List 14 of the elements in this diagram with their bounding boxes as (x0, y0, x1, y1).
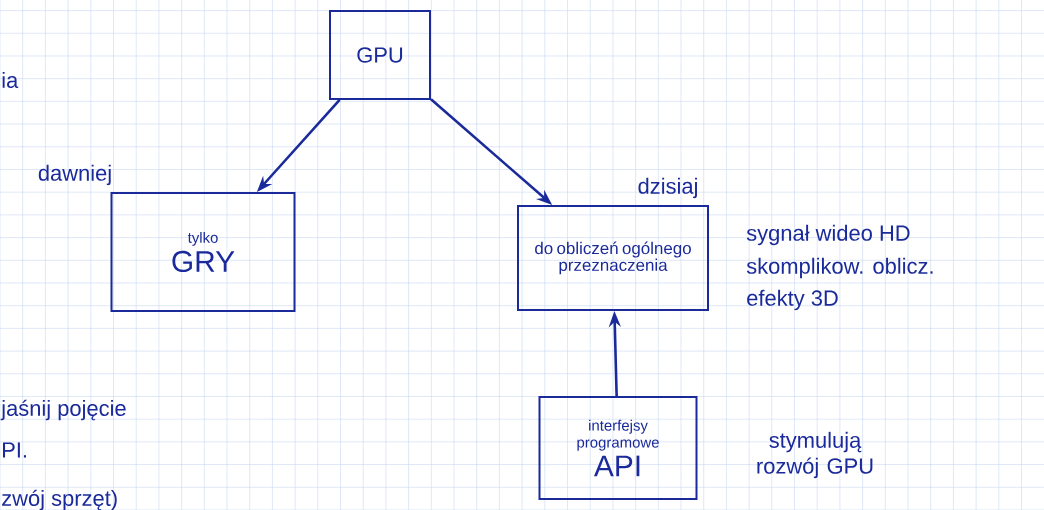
note-text: sygnał wideo HD (746, 224, 910, 246)
note-text: dzisiaj (638, 177, 697, 199)
note-text: PI. (3, 442, 26, 458)
note-text: zwój sprzęt) (2, 489, 117, 510)
note-text: ia (2, 71, 19, 89)
note-text: jaśnij pojęcie (0, 399, 126, 421)
note-text: dawniej (38, 164, 111, 186)
note-text: skomplikow. oblicz. (746, 257, 933, 279)
note-text: stymulują rozwój GPU (757, 431, 873, 479)
process-box: interfejsy programowe API (538, 396, 698, 500)
process-box: do obliczeń ogólnego przeznaczenia (517, 205, 709, 311)
process-box: GPU (329, 10, 431, 100)
process-box: tylko GRY (110, 192, 296, 312)
note-text: efekty 3D (747, 289, 838, 311)
